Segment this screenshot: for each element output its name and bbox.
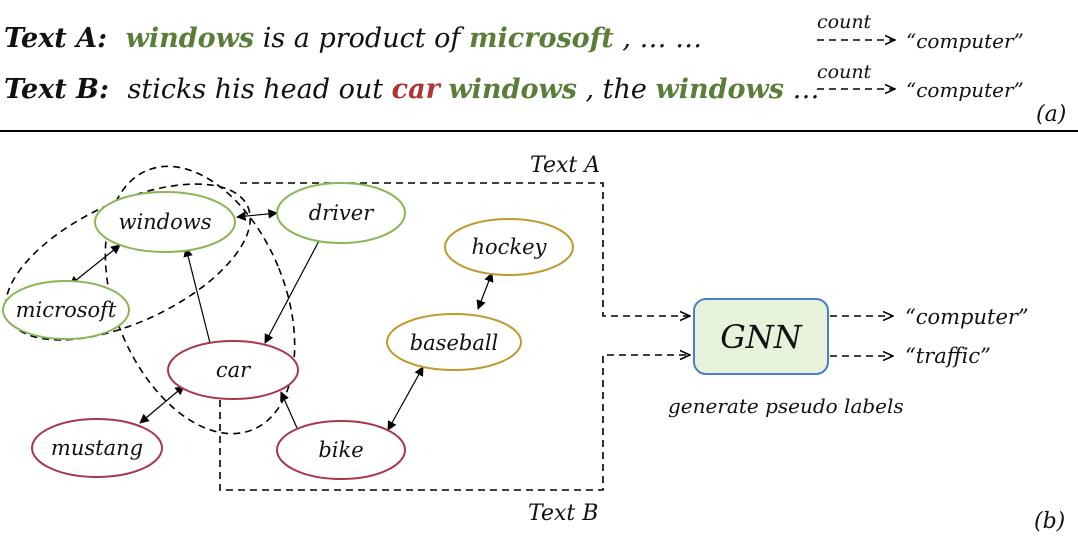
text-b-ellipsis: … <box>793 74 820 105</box>
word-windows-b2: windows <box>655 74 783 105</box>
edge-mustang-car <box>139 385 185 424</box>
text-b-box-label: Text B <box>528 501 598 526</box>
node-hockey-label: hockey <box>472 235 548 259</box>
text-a-middle: is a product of <box>263 23 469 54</box>
panel-a-tag: (a) <box>1036 102 1066 127</box>
node-baseball: baseball <box>386 313 522 371</box>
gnn-box: GNN <box>693 298 829 375</box>
node-mustang-label: mustang <box>51 436 143 460</box>
node-car-label: car <box>216 358 252 382</box>
edge-bike-car <box>280 391 298 429</box>
edge-driver-car <box>264 238 321 344</box>
node-bike: bike <box>276 420 406 480</box>
text-a-dashed-path <box>240 182 690 316</box>
gnn-output-1: “computer” <box>905 305 1029 329</box>
text-b-line: Text B: sticks his head out car windows … <box>4 74 820 105</box>
word-windows: windows <box>126 23 254 54</box>
cluster-text-a <box>4 183 252 341</box>
output-a: “computer” <box>906 29 1024 53</box>
text-a-box-label: Text A <box>530 153 600 178</box>
text-b-dashed-path <box>219 355 690 491</box>
node-microsoft-label: microsoft <box>16 298 117 322</box>
count-label-a: count <box>817 11 872 33</box>
node-mustang: mustang <box>31 418 163 478</box>
node-driver: driver <box>276 182 406 244</box>
node-windows-label: windows <box>118 210 211 234</box>
gnn-caption: generate pseudo labels <box>668 394 904 418</box>
text-b-mid: , the <box>586 74 656 105</box>
edge-windows-microsoft <box>69 244 121 286</box>
node-windows: windows <box>94 191 236 253</box>
node-microsoft: microsoft <box>2 280 130 340</box>
cluster-text-b <box>104 165 296 435</box>
word-microsoft: microsoft <box>469 23 614 54</box>
node-bike-label: bike <box>318 438 363 462</box>
text-a-label: Text A: <box>4 23 107 54</box>
panel-a: Text A: windows is a product of microsof… <box>4 11 1066 127</box>
word-car: car <box>392 74 442 105</box>
word-windows-b1: windows <box>448 74 576 105</box>
text-a-line: Text A: windows is a product of microsof… <box>4 23 702 54</box>
edge-bike-baseball <box>387 366 424 431</box>
text-a-ellipsis: , … … <box>622 23 702 54</box>
node-hockey: hockey <box>444 218 574 276</box>
text-b-label: Text B: <box>4 74 109 105</box>
gnn-output-2: “traffic” <box>905 344 991 368</box>
output-b: “computer” <box>906 78 1024 102</box>
panel-b: Text A Text B windows driver microsoft c… <box>2 153 1065 534</box>
node-car: car <box>167 340 299 400</box>
count-label-b: count <box>817 61 872 83</box>
gnn-label: GNN <box>720 318 803 356</box>
node-baseball-label: baseball <box>410 331 499 355</box>
text-b-start: sticks his head out <box>128 74 392 105</box>
edge-windows-driver <box>236 209 278 221</box>
edge-car-windows <box>183 247 211 344</box>
edge-baseball-hockey <box>476 272 494 310</box>
panel-b-tag: (b) <box>1034 509 1065 534</box>
node-driver-label: driver <box>309 201 375 225</box>
